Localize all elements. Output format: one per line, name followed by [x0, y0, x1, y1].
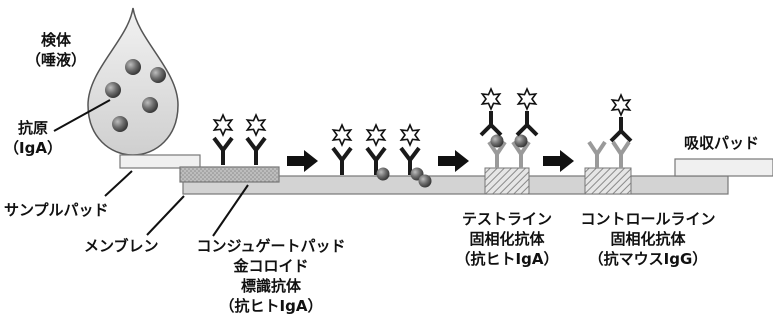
- control-line-label: コントロールライン: [580, 210, 716, 228]
- migrating-antibody: [399, 123, 424, 181]
- gold-particle: [514, 134, 528, 148]
- test-bound-antibody: [515, 87, 539, 137]
- test-bound-antibody: [479, 87, 503, 137]
- test-capture-antibody: [487, 140, 507, 168]
- migrating-antibody: [331, 123, 353, 175]
- migrating-antibody: [365, 123, 390, 181]
- membrane-label: メンブレン: [84, 237, 159, 255]
- conjugate-antibody: [212, 113, 234, 165]
- flow-arrow-2: [438, 150, 469, 172]
- labeled-antibody-label: 標識抗体: [240, 277, 302, 295]
- antigen-particles: [105, 59, 166, 132]
- flow-arrow-3: [543, 150, 574, 172]
- fixed-antibody-label-2: 固相化抗体: [610, 230, 686, 248]
- antigen-iga-label: （IgA）: [4, 139, 62, 157]
- gold-particle: [490, 134, 504, 148]
- antigen-pointer: [53, 99, 111, 132]
- antigen-label: 抗原: [17, 119, 49, 137]
- control-bound-antibody: [609, 93, 633, 143]
- conjugate-pad-label: コンジュゲートパッド: [196, 237, 346, 255]
- test-line-label: テストライン: [461, 210, 553, 228]
- antibody-group: [212, 87, 633, 188]
- control-capture-antibody: [611, 140, 631, 168]
- saliva-drop: [87, 7, 179, 156]
- absorbent-pad-label: 吸収パッド: [684, 134, 760, 152]
- sample-pad-pointer: [104, 170, 133, 197]
- anti-human-iga-label-2: （抗ヒトIgA）: [455, 250, 559, 268]
- anti-mouse-igg-label: （抗マウスIgG）: [588, 250, 708, 268]
- specimen-label: 検体: [40, 31, 72, 49]
- sample-pad-label: サンプルパッド: [4, 201, 109, 219]
- flow-arrow-1: [287, 150, 318, 172]
- gold-colloid-label: 金コロイド: [233, 257, 309, 275]
- membrane-pointer: [146, 195, 185, 236]
- gold-particle: [418, 174, 432, 188]
- saliva-label: （唾液）: [25, 51, 87, 69]
- test-line-zone: [484, 167, 530, 195]
- control-capture-antibody: [587, 140, 607, 168]
- control-line-zone: [584, 167, 632, 195]
- conjugate-antibody: [245, 113, 267, 165]
- anti-human-iga-label-1: （抗ヒトIgA）: [219, 297, 323, 315]
- fixed-antibody-label-1: 固相化抗体: [469, 230, 545, 248]
- test-capture-antibody: [511, 140, 531, 168]
- conjugate-pad: [179, 166, 280, 183]
- absorbent-pad: [674, 158, 773, 177]
- sample-pad: [119, 154, 201, 169]
- conjugate-pointer: [212, 184, 249, 237]
